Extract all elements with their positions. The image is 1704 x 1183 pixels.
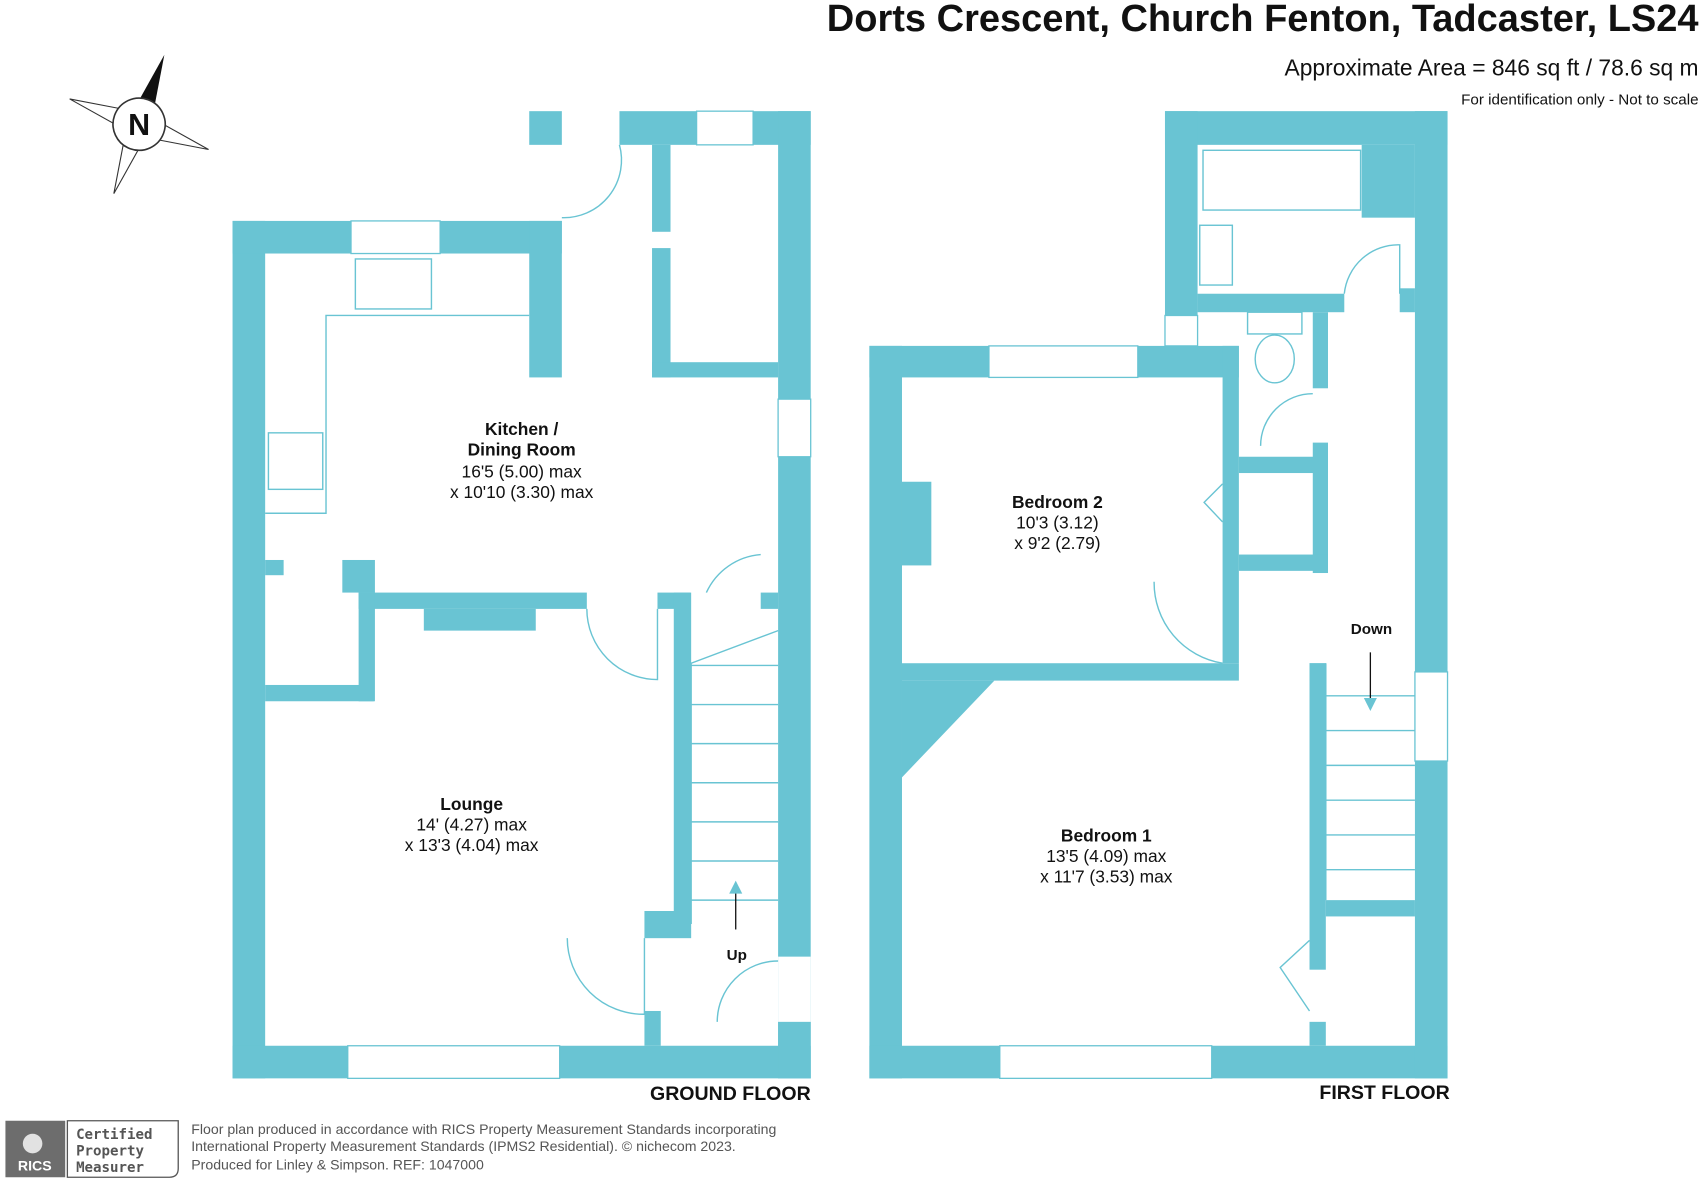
first-floor-label: FIRST FLOOR <box>1319 1082 1449 1104</box>
badge-line-1: Certified <box>76 1127 152 1143</box>
disclaimer: For identification only - Not to scale <box>1461 92 1698 109</box>
rics-logo-text: RICS <box>18 1158 52 1174</box>
ground-floor-label: GROUND FLOOR <box>650 1083 811 1105</box>
footer-line-1: Floor plan produced in accordance with R… <box>191 1121 776 1137</box>
stairs-up-label: Up <box>727 947 747 964</box>
kitchen-dimension-2: x 10'10 (3.30) max <box>450 482 594 502</box>
first-floor-plan <box>869 111 1449 1080</box>
bedroom1-dimension-2: x 11'7 (3.53) max <box>1040 867 1173 887</box>
bedroom2-dimension-1: 10'3 (3.12) <box>1016 512 1099 532</box>
lounge-dimension-1: 14' (4.27) max <box>416 815 527 835</box>
bedroom1-label: Bedroom 1 <box>1061 825 1152 845</box>
ground-floor-plan <box>232 110 812 1080</box>
property-title: Dorts Crescent, Church Fenton, Tadcaster… <box>827 0 1699 40</box>
lounge-dimension-2: x 13'3 (4.04) max <box>405 835 539 855</box>
badge-line-3: Measurer <box>76 1160 144 1176</box>
footer-line-2: International Property Measurement Stand… <box>191 1138 735 1154</box>
footer-line-3: Produced for Linley & Simpson. REF: 1047… <box>191 1157 484 1173</box>
bedroom2-dimension-2: x 9'2 (2.79) <box>1014 533 1100 553</box>
bedroom2-label: Bedroom 2 <box>1012 492 1103 512</box>
badge-line-2: Property <box>76 1144 144 1160</box>
kitchen-label-2: Dining Room <box>468 440 576 460</box>
kitchen-dimension-1: 16'5 (5.00) max <box>462 461 582 481</box>
rics-badge: RICS Certified Property Measurer <box>5 1120 179 1178</box>
bedroom1-dimension-1: 13'5 (4.09) max <box>1046 846 1166 866</box>
compass-icon: N <box>69 54 209 194</box>
compass-north-label: N <box>128 108 150 142</box>
stairs-down-label: Down <box>1351 621 1392 638</box>
approximate-area: Approximate Area = 846 sq ft / 78.6 sq m <box>1285 54 1699 80</box>
kitchen-label: Kitchen / <box>485 419 559 439</box>
lounge-label: Lounge <box>440 794 503 814</box>
